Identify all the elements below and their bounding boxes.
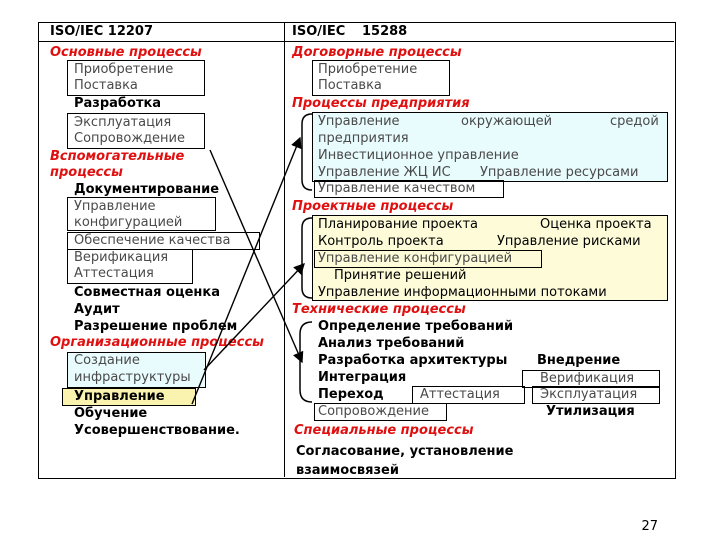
right-env-word-4: предприятия: [318, 131, 409, 146]
right-project-title: Проектные процессы: [292, 199, 454, 214]
right-operation: Эксплуатация: [540, 387, 638, 402]
right-resources: Управление ресурсами: [480, 165, 639, 180]
right-special-line-2: взаимосвязей: [296, 463, 399, 478]
right-config: Управление конфигурацией: [318, 251, 513, 266]
right-quality: Управление качеством: [318, 181, 476, 196]
arrow-management-to-enterprise: [191, 136, 302, 405]
arrow-infra-to-project: [203, 262, 305, 371]
project-bracket: [301, 217, 313, 299]
left-problem-resolution: Разрешение проблем: [74, 319, 238, 334]
left-config-1: Управление: [74, 199, 156, 214]
right-decisions: Принятие решений: [334, 268, 467, 283]
left-development: Разработка: [74, 96, 162, 111]
right-header-number: 15288: [362, 24, 408, 39]
right-env-word-2: окружающей: [461, 114, 553, 129]
left-verification: Верификация: [74, 250, 169, 265]
right-investment: Инвестиционное управление: [318, 148, 519, 163]
right-integration: Интеграция: [318, 370, 407, 385]
arrow-config-to-technical: [209, 149, 304, 364]
validation-right-box: [412, 386, 525, 404]
left-support-title-2: процессы: [50, 165, 123, 180]
left-org-title: Организационные процессы: [50, 335, 264, 350]
page-number: 27: [641, 519, 658, 534]
right-transition: Переход: [318, 387, 384, 402]
config-mgmt-right-box: [314, 250, 542, 268]
left-management: Управление: [74, 389, 165, 404]
right-assessment: Оценка проекта: [540, 217, 652, 232]
right-control: Контроль проекта: [318, 234, 444, 249]
left-improvement: Усовершенствование.: [74, 423, 240, 438]
right-supply: Поставка: [318, 78, 382, 93]
right-env-word-3: средой: [610, 114, 659, 129]
left-infra-2: инфраструктуры: [74, 370, 191, 385]
right-special-line-1: Согласование, установление: [296, 444, 514, 459]
left-validation: Аттестация: [74, 266, 154, 281]
left-documentation: Документирование: [74, 182, 220, 197]
left-acquisition: Приобретение: [74, 62, 174, 77]
right-req-definition: Определение требований: [318, 319, 514, 334]
operation-maintenance-box: [67, 113, 205, 149]
right-env-word-1: Управление: [318, 114, 400, 129]
left-training: Обучение: [74, 406, 148, 421]
right-technical-title: Технические процессы: [292, 302, 466, 317]
project-box: [312, 215, 668, 301]
left-maintenance: Сопровождение: [74, 131, 185, 146]
left-config-2: конфигурацией: [74, 215, 183, 230]
left-main-title: Основные процессы: [50, 45, 202, 60]
right-lifecycle: Управление ЖЦ ИС: [318, 165, 451, 180]
right-req-analysis: Анализ требований: [318, 336, 465, 351]
operation-right-box: [532, 386, 660, 404]
left-operation: Эксплуатация: [74, 115, 172, 130]
right-disposal: Утилизация: [546, 404, 635, 419]
left-quality: Обеспечение качества: [74, 233, 231, 248]
left-audit: Аудит: [74, 302, 120, 317]
left-infra-1: Создание: [74, 353, 140, 368]
right-info: Управление информационными потоками: [318, 285, 607, 300]
agreement-box: [312, 60, 450, 96]
right-risks: Управление рисками: [497, 234, 641, 249]
left-header: ISO/IEC 12207: [50, 24, 154, 39]
verification-validation-box: [67, 249, 193, 284]
right-agreement-title: Договорные процессы: [292, 45, 462, 60]
quality-mgmt-box: [314, 180, 504, 198]
config-mgmt-box: [67, 197, 216, 231]
verification-right-box: [522, 370, 660, 388]
right-validation: Аттестация: [420, 387, 500, 402]
right-acquisition: Приобретение: [318, 62, 418, 77]
left-support-title-1: Вспомогательные: [50, 149, 185, 164]
left-supply: Поставка: [74, 78, 138, 93]
right-architecture: Разработка архитектуры: [318, 353, 508, 368]
infrastructure-box: [67, 352, 206, 388]
acquisition-supply-box: [67, 60, 205, 96]
right-enterprise-title: Процессы предприятия: [292, 96, 470, 111]
right-special-title: Специальные процессы: [294, 423, 474, 438]
right-planning: Планирование проекта: [318, 217, 479, 232]
right-implementation: Внедрение: [537, 353, 621, 368]
enterprise-bracket: [301, 113, 313, 191]
right-maintenance: Сопровождение: [318, 404, 429, 419]
enterprise-box: [312, 112, 668, 182]
comparison-table: [38, 22, 676, 479]
column-divider: [284, 22, 285, 477]
header-divider: [38, 41, 674, 42]
right-header-iso: ISO/IEC: [292, 24, 346, 39]
maintenance-right-box: [314, 403, 447, 421]
right-verification: Верификация: [540, 371, 635, 386]
left-joint-review: Совместная оценка: [74, 285, 220, 300]
